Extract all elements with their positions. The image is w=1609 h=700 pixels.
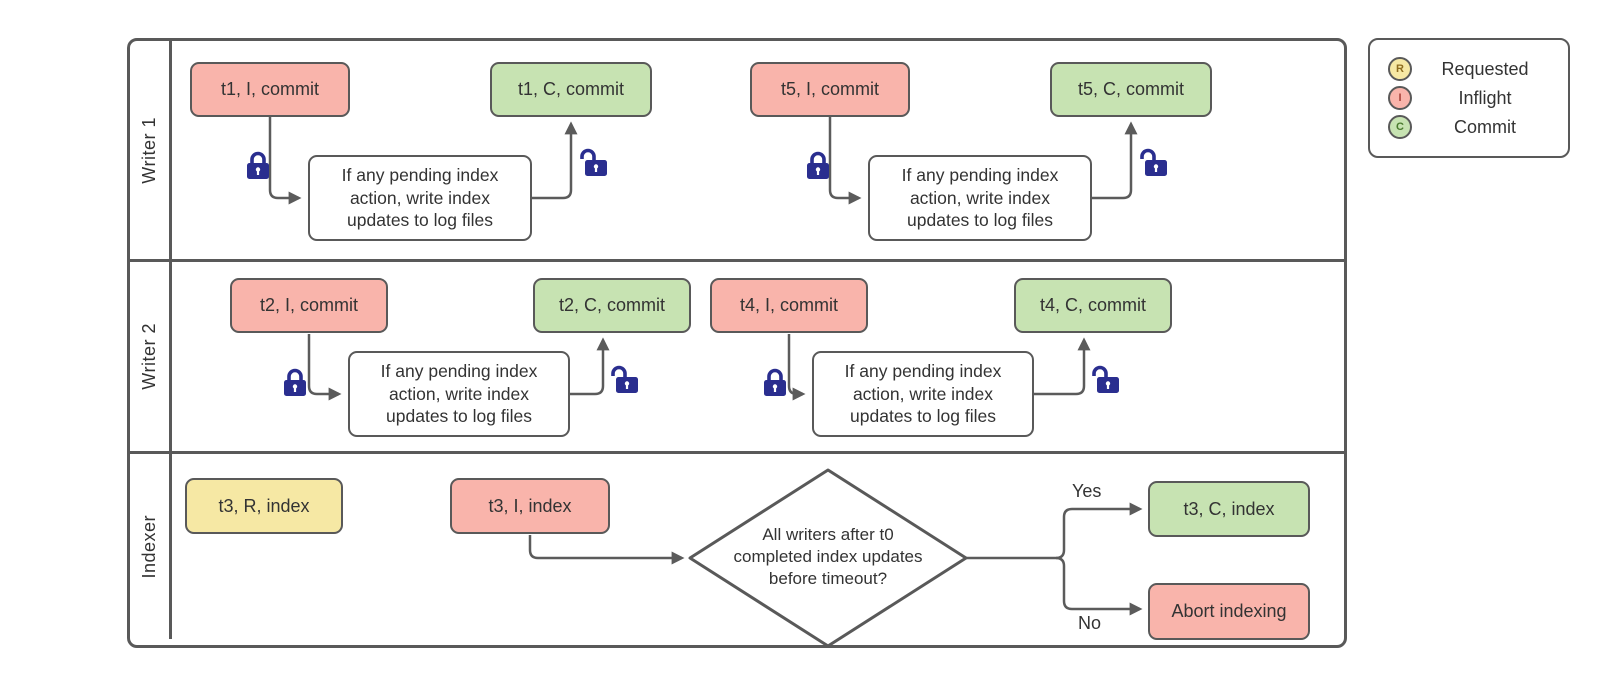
node-t4-commit: t4, C, commit xyxy=(1014,278,1172,333)
lane-label-indexer: Indexer xyxy=(139,514,159,579)
process-note-writer1-b: If any pending index action, write index… xyxy=(868,155,1092,241)
lock-closed-icon xyxy=(807,151,829,179)
lock-open-icon xyxy=(611,365,638,393)
node-t3-commit: t3, C, index xyxy=(1148,481,1310,537)
lock-closed-icon xyxy=(247,151,269,179)
lock-open-icon xyxy=(580,148,607,176)
edge-label-yes: Yes xyxy=(1072,481,1102,501)
lane-writer-1: Writer 1 xyxy=(130,41,1344,259)
lane-writer-2: Writer 2 xyxy=(130,259,1344,451)
lane-label-cell-writer-2: Writer 2 xyxy=(130,262,172,451)
legend-rows: R Requested I Inflight C Commit xyxy=(1380,55,1558,142)
process-note-writer2-a: If any pending index action, write index… xyxy=(348,351,570,437)
lock-open-icon xyxy=(1140,148,1167,176)
process-note-text: If any pending index action, write index… xyxy=(901,164,1059,231)
lane-label-writer-2: Writer 2 xyxy=(139,323,159,390)
legend-row-requested: R Requested xyxy=(1380,55,1558,84)
node-t4-inflight: t4, I, commit xyxy=(710,278,868,333)
process-note-text: If any pending index action, write index… xyxy=(844,360,1002,427)
decision-label: All writers after t0 completed index upd… xyxy=(733,525,923,589)
inflight-badge-icon: I xyxy=(1388,86,1412,110)
lane-label-cell-writer-1: Writer 1 xyxy=(130,41,172,259)
process-note-writer1-a: If any pending index action, write index… xyxy=(308,155,532,241)
node-t1-inflight: t1, I, commit xyxy=(190,62,350,117)
node-t5-inflight: t5, I, commit xyxy=(750,62,910,117)
node-t3-requested: t3, R, index xyxy=(185,478,343,534)
commit-badge-icon: C xyxy=(1388,115,1412,139)
lane-label-cell-indexer: Indexer xyxy=(130,454,172,639)
lane-label-writer-1: Writer 1 xyxy=(139,116,159,184)
lock-open-icon xyxy=(1092,365,1119,393)
node-t2-inflight: t2, I, commit xyxy=(230,278,388,333)
node-t2-commit: t2, C, commit xyxy=(533,278,691,333)
legend-label-inflight: Inflight xyxy=(1458,87,1512,108)
lock-closed-icon xyxy=(284,368,306,396)
process-note-text: If any pending index action, write index… xyxy=(380,360,538,427)
node-t5-commit: t5, C, commit xyxy=(1050,62,1212,117)
edge-label-no: No xyxy=(1078,613,1102,633)
requested-badge-icon: R xyxy=(1388,57,1412,81)
node-t3-inflight: t3, I, index xyxy=(450,478,610,534)
node-abort-indexing: Abort indexing xyxy=(1148,583,1310,640)
process-note-writer2-b: If any pending index action, write index… xyxy=(812,351,1034,437)
legend-label-commit: Commit xyxy=(1454,116,1516,137)
lane-indexer: Indexer xyxy=(130,451,1344,639)
legend: R Requested I Inflight C Commit xyxy=(1368,38,1570,158)
lock-closed-icon xyxy=(764,368,786,396)
legend-label-requested: Requested xyxy=(1441,58,1529,79)
node-t1-commit: t1, C, commit xyxy=(490,62,652,117)
legend-row-commit: C Commit xyxy=(1380,113,1558,142)
legend-row-inflight: I Inflight xyxy=(1380,84,1558,113)
process-note-text: If any pending index action, write index… xyxy=(341,164,499,231)
